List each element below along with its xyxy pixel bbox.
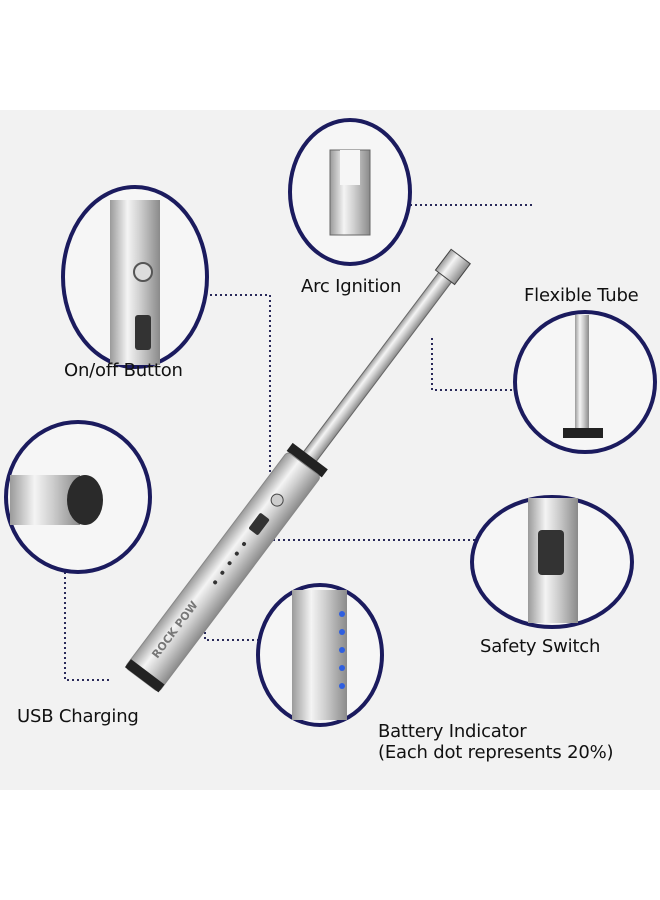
leader-onoff <box>205 294 271 492</box>
label-battery-note: (Each dot represents 20%) <box>378 742 614 763</box>
lighter: ROCK POW <box>124 248 471 693</box>
label-arc-ignition: Arc Ignition <box>301 276 402 297</box>
label-flexible-tube: Flexible Tube <box>524 285 639 306</box>
label-battery-indicator: Battery Indicator <box>378 721 527 742</box>
label-safety-switch: Safety Switch <box>480 636 601 657</box>
label-usb-charging: USB Charging <box>17 706 139 727</box>
leader-usb <box>64 572 110 681</box>
battery-dots <box>339 611 345 689</box>
leader-tube <box>431 338 512 391</box>
label-on-off-button: On/off Button <box>64 360 183 381</box>
